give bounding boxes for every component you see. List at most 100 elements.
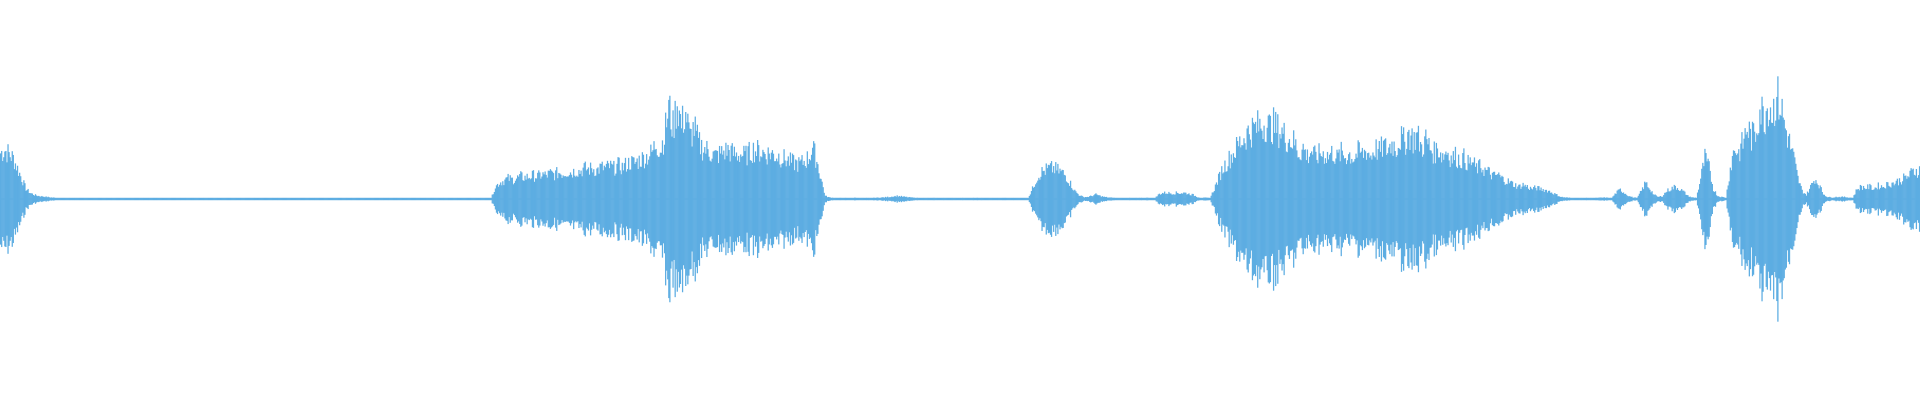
waveform-bar [188,197,190,201]
waveform-bar [1687,195,1689,203]
waveform-bar [171,197,173,201]
waveform-bar [511,177,513,221]
waveform-bar [1675,189,1678,209]
waveform-bar [1080,195,1082,203]
waveform-bar [825,195,827,203]
waveform-bar [575,176,577,222]
waveform-bar [1706,161,1708,237]
waveform-bar [1210,195,1212,203]
waveform-bar [555,170,557,228]
waveform-bar [696,124,698,274]
waveform-bar [618,157,620,241]
waveform-bar [669,95,671,303]
waveform-bar [1854,194,1856,204]
waveform-bar [1547,190,1550,208]
waveform-bar [542,172,544,226]
waveform-bar [1623,193,1626,205]
waveform-bar [1727,185,1729,213]
waveform-bar [1917,175,1920,223]
waveform-bar [1077,193,1079,205]
waveform-bar [1102,196,1104,202]
waveform-bar [103,197,105,201]
waveform-bar [1112,197,1114,201]
waveform-bar [1209,197,1211,201]
waveform-bar [407,197,409,201]
waveform-bar [925,197,927,201]
waveform-bar [1806,191,1809,207]
waveform-bar [726,155,728,243]
waveform-bar [779,164,781,234]
waveform-bar [268,197,270,201]
waveform-bar [850,197,852,201]
waveform-bar [309,197,312,201]
waveform-bar [866,197,869,201]
waveform-bar [1632,197,1634,201]
waveform-bar [968,197,970,201]
waveform-bar [35,195,38,203]
waveform-bar [750,160,752,238]
waveform-bar [1748,121,1750,277]
waveform-bar [958,197,961,201]
waveform-bar [1197,197,1200,201]
waveform-bar [282,197,284,201]
waveform-bar [1411,128,1413,270]
waveform-bar [152,197,154,201]
waveform-bar [1154,197,1156,201]
waveform-bar [980,197,982,201]
waveform-bar [1104,197,1107,201]
waveform-bar [1818,188,1820,210]
waveform-bar [1817,185,1819,213]
waveform-bar [346,197,349,201]
waveform-bar [600,163,602,235]
waveform-bar [912,197,914,201]
waveform-bar [1044,174,1046,224]
waveform-bar [253,197,255,201]
waveform-bar [410,197,412,201]
waveform-bar [703,152,705,246]
waveform-bar [288,197,290,201]
waveform-bar [1387,153,1389,245]
waveform-bar [1293,130,1295,268]
waveform-bar [838,197,840,201]
waveform-bar [787,156,789,242]
waveform-bar [1234,157,1237,241]
waveform-bar [1149,197,1151,201]
waveform-bar [1047,164,1050,234]
waveform-bar [783,149,785,249]
waveform-bar [1548,190,1551,208]
waveform-bar [1231,162,1233,236]
waveform-bar [977,197,980,201]
waveform-bar [112,197,114,201]
waveform-bar [1072,189,1074,209]
waveform-bar [1898,178,1901,220]
waveform-bar [1441,162,1443,236]
waveform-bar [115,197,117,201]
waveform-bar [11,151,13,247]
waveform-bar [1856,189,1858,209]
waveform-bar [247,197,249,201]
waveform-bar [1348,154,1350,244]
waveform-bar [550,170,553,228]
waveform-bar [574,175,576,223]
waveform-bar [1335,158,1337,240]
waveform-bar [191,197,193,201]
waveform-bar [500,182,502,216]
waveform-bar [758,145,760,253]
waveform-bar [1618,189,1620,209]
waveform-bar [1821,192,1823,206]
waveform-bar [1553,194,1555,204]
waveform-bar [316,197,318,201]
waveform-bar [176,197,178,201]
waveform-bar [751,162,753,236]
waveform-bar [1907,176,1909,222]
waveform-bar [1030,191,1033,207]
waveform-bar [1826,197,1829,201]
waveform-bar [548,170,550,228]
waveform-bar [1562,197,1564,201]
waveform-bar [951,197,953,201]
waveform-bar [344,197,346,201]
waveform-bar [1565,197,1568,201]
waveform-bar [1043,170,1045,228]
waveform-bar [1257,110,1259,288]
